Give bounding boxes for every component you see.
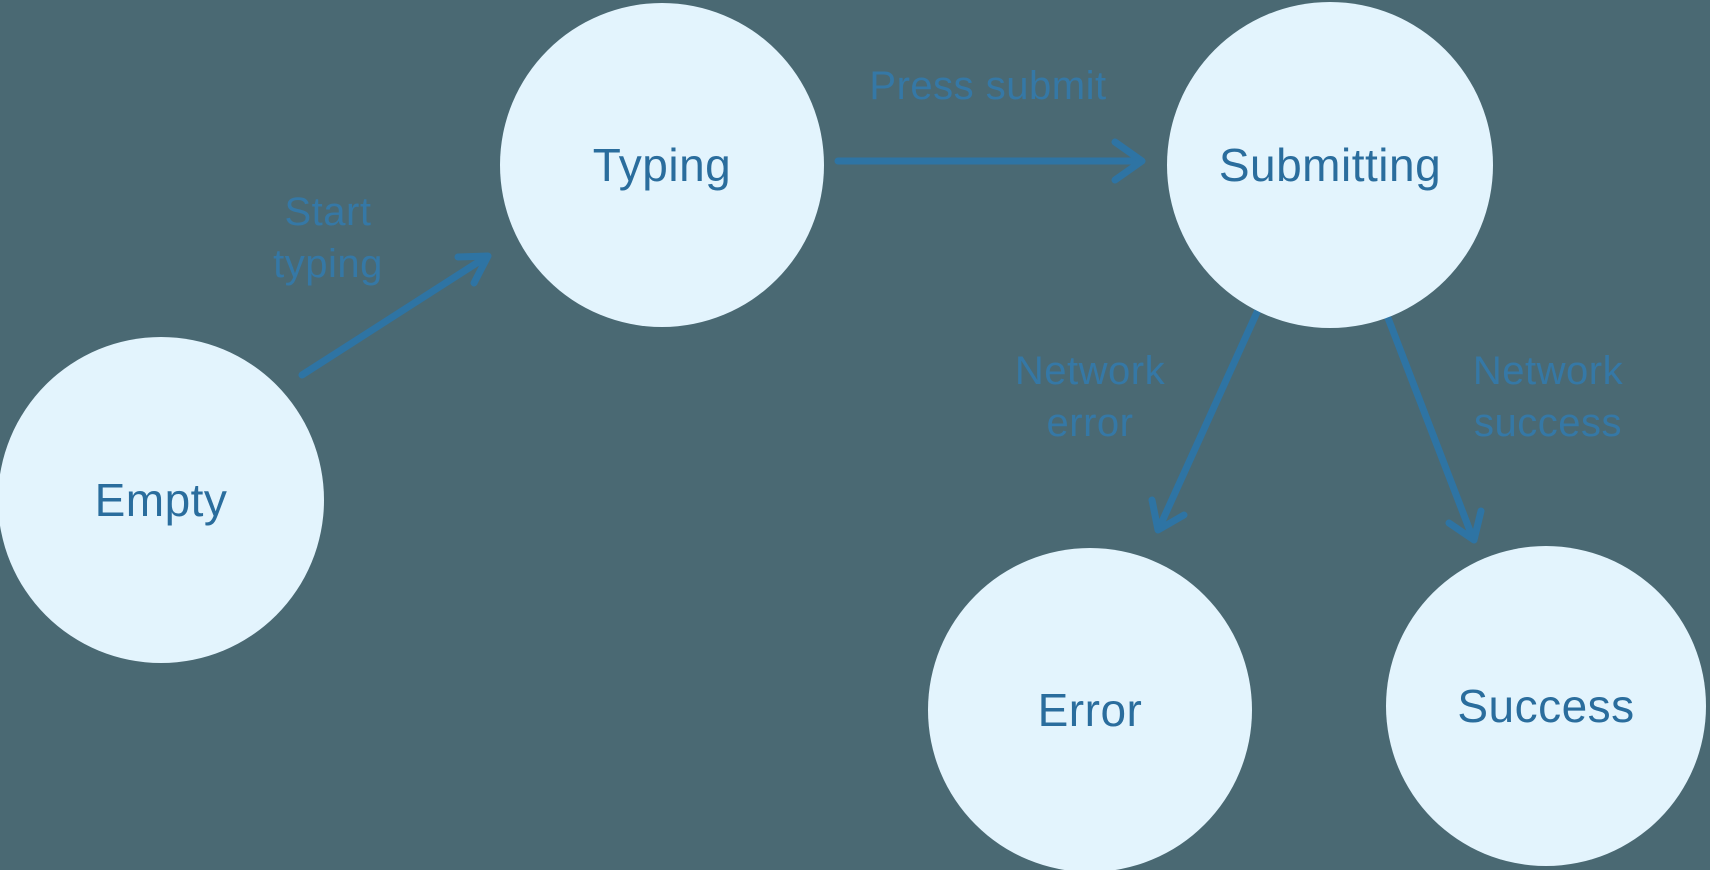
state-node-error: Error bbox=[928, 548, 1252, 870]
edge-press-submit-arrow bbox=[834, 138, 1146, 184]
state-node-success: Success bbox=[1386, 546, 1706, 866]
edge-label-network-error: Network error bbox=[1014, 349, 1166, 445]
edge-label-network-success: Network success bbox=[1472, 349, 1624, 445]
state-node-empty-label: Empty bbox=[94, 474, 228, 526]
state-node-empty: Empty bbox=[0, 337, 324, 663]
edge-network-error-arrow bbox=[1148, 306, 1262, 534]
edge-label-start-typing: Start typing bbox=[273, 190, 383, 286]
state-node-typing-label: Typing bbox=[592, 139, 732, 191]
state-node-error-label: Error bbox=[1037, 684, 1143, 736]
state-node-success-label: Success bbox=[1457, 680, 1635, 732]
state-node-submitting: Submitting bbox=[1167, 2, 1493, 328]
edge-label-press-submit: Press submit bbox=[869, 64, 1107, 108]
state-node-submitting-label: Submitting bbox=[1218, 139, 1442, 191]
edge-network-success-arrow bbox=[1384, 314, 1485, 544]
state-node-typing: Typing bbox=[500, 3, 824, 327]
